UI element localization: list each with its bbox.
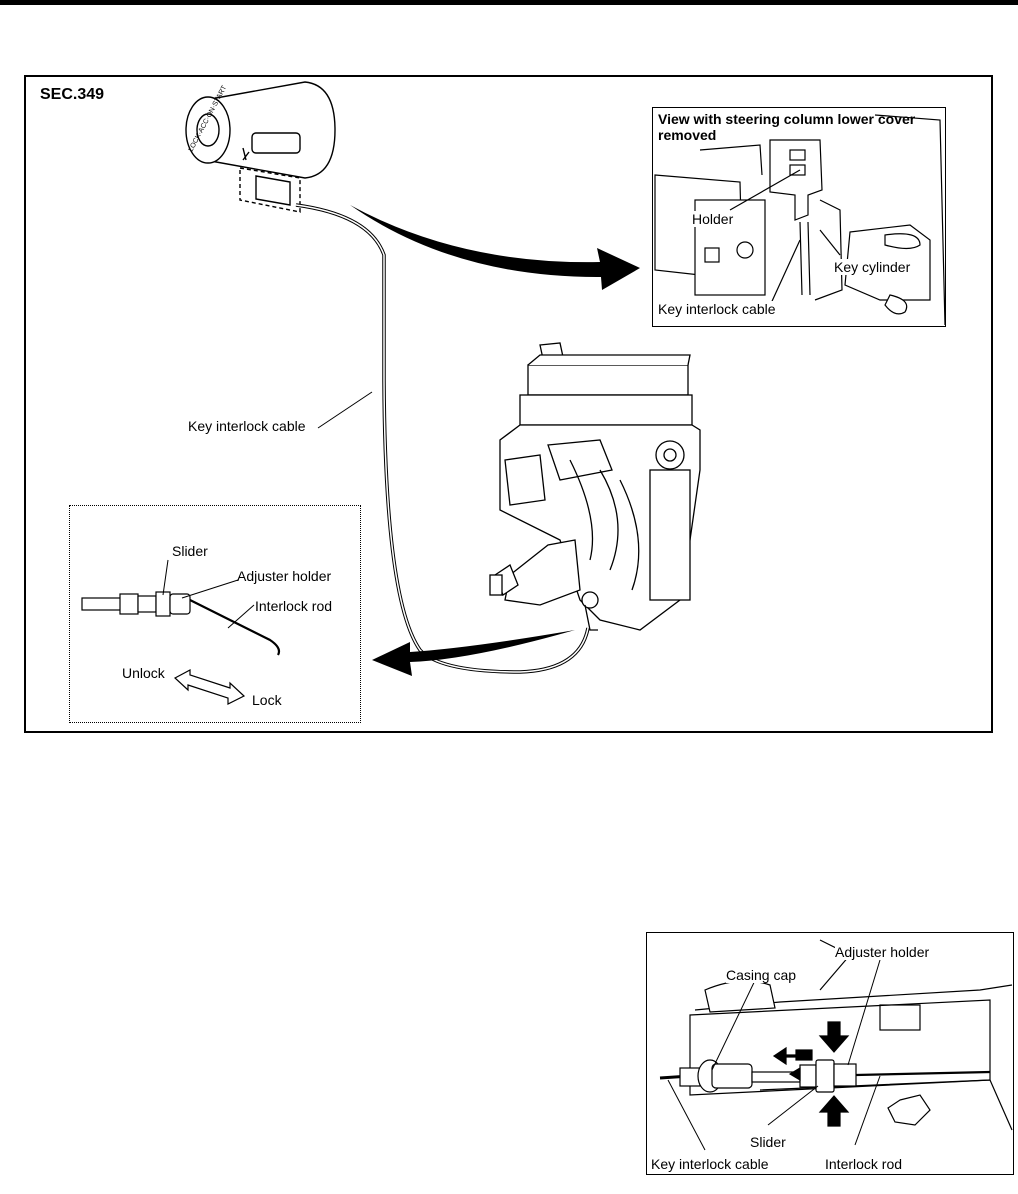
key-cylinder-label: Key cylinder	[834, 259, 911, 275]
inset-title-line2: removed	[658, 127, 717, 143]
section-label: SEC.349	[40, 86, 105, 103]
slider-label: Slider	[172, 543, 208, 559]
arrow-to-detail	[372, 630, 575, 676]
small-figure-frame	[646, 932, 1014, 1175]
unlock-label: Unlock	[122, 665, 165, 681]
small-slider-label: Slider	[750, 1134, 786, 1150]
small-adjuster-holder-label: Adjuster holder	[835, 944, 930, 960]
arrow-to-inset	[350, 205, 640, 290]
holder-label: Holder	[692, 211, 734, 227]
adjuster-holder-label: Adjuster holder	[237, 568, 332, 584]
ignition-key-cylinder	[185, 81, 336, 213]
key-interlock-cable-label: Key interlock cable	[188, 418, 306, 434]
small-interlock-rod-label: Interlock rod	[825, 1156, 903, 1172]
interlock-rod-label: Interlock rod	[255, 598, 333, 614]
shifter-assembly	[489, 342, 701, 631]
lock-label: Lock	[252, 692, 282, 708]
casing-cap-label: Casing cap	[726, 967, 797, 983]
page-top-rule	[0, 0, 1018, 5]
small-key-interlock-cable-label: Key interlock cable	[651, 1156, 769, 1172]
inset-key-interlock-cable-label: Key interlock cable	[658, 301, 776, 317]
inset-title-line1: View with steering column lower cover	[658, 111, 916, 127]
